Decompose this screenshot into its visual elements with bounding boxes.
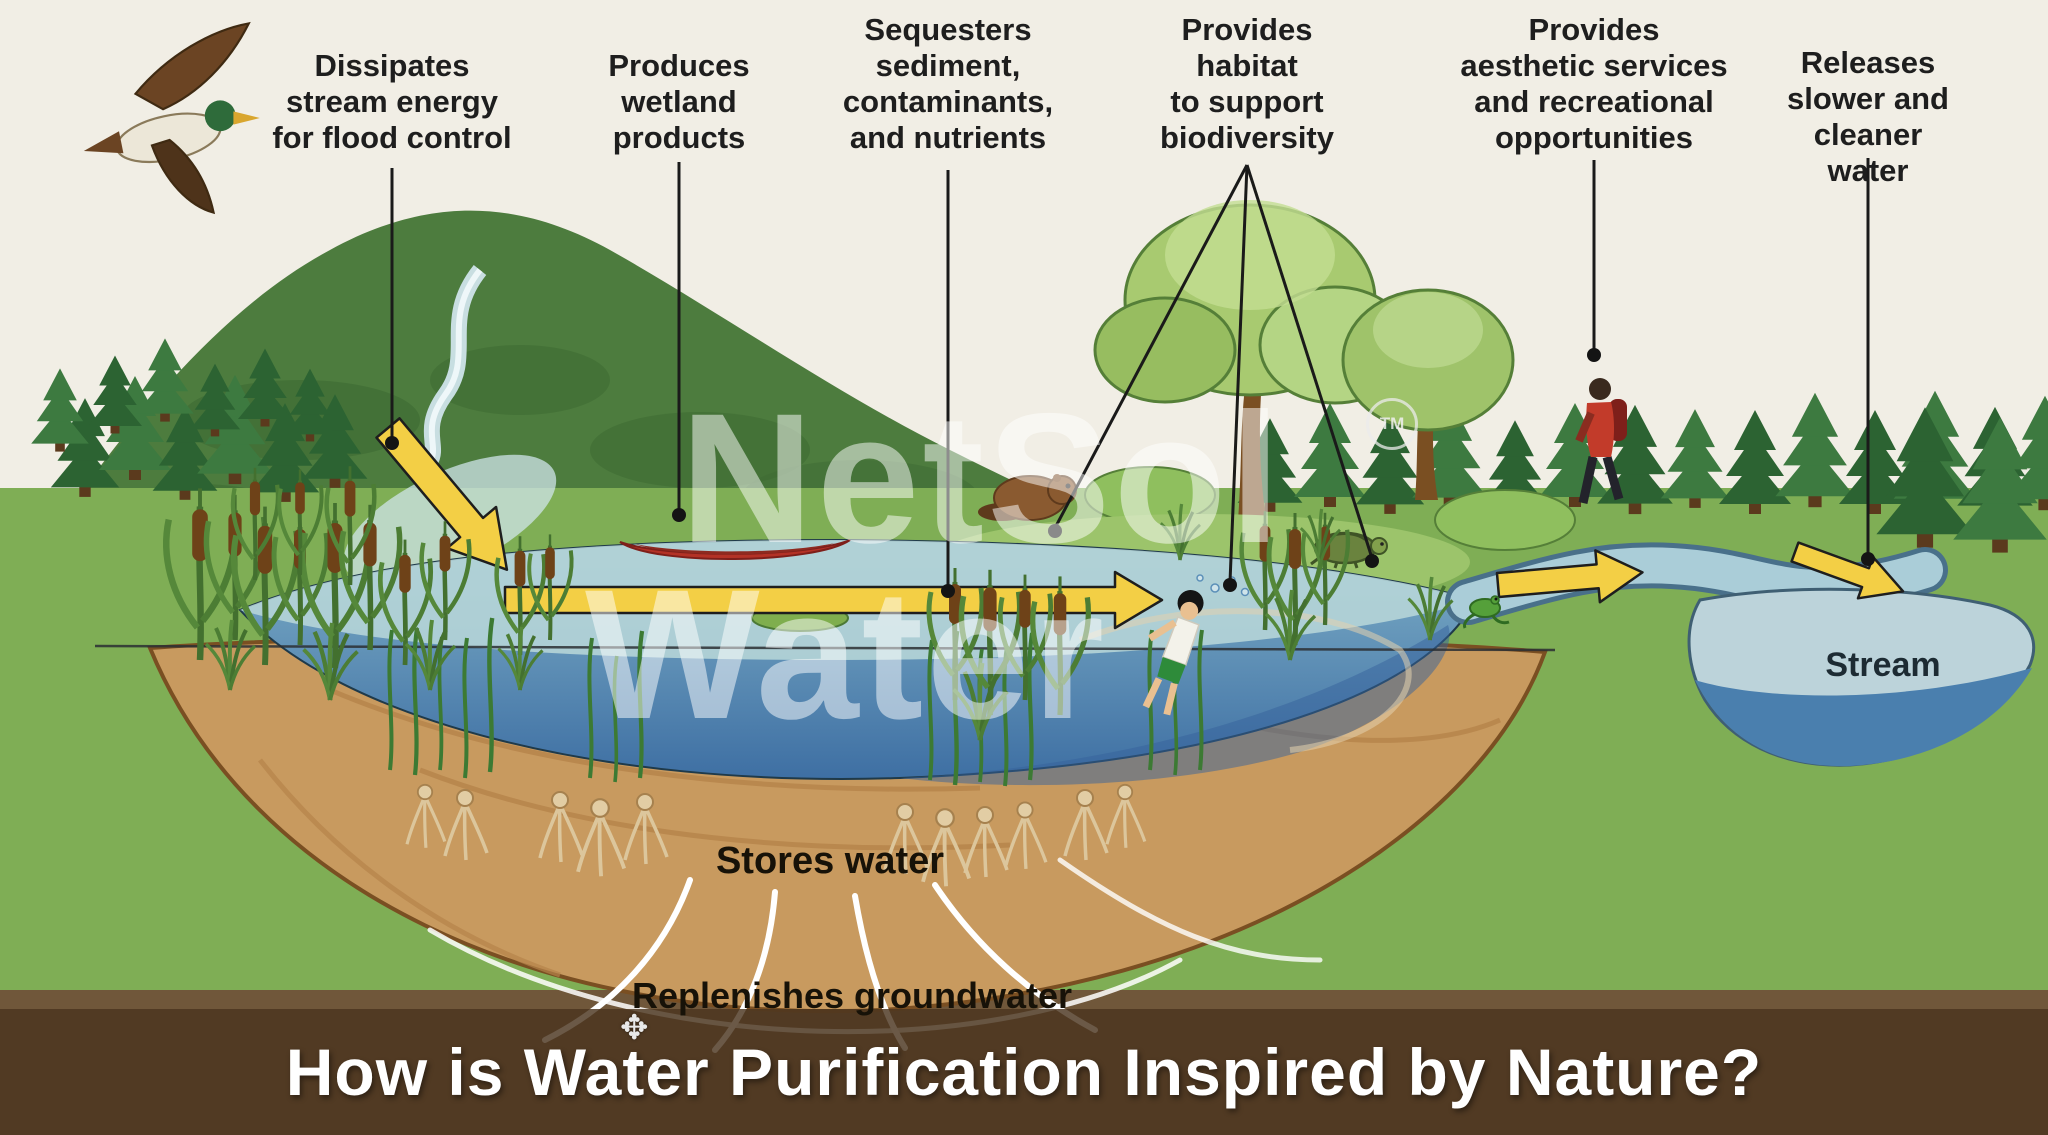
page-title: How is Water Purification Inspired by Na… [285, 1035, 1763, 1109]
duck [83, 21, 260, 215]
canoe [619, 539, 851, 560]
water-swirl [1078, 608, 1412, 753]
flow-arrow-inlet [375, 417, 509, 571]
title-banner: How is Water Purification Inspired by Na… [0, 1009, 2048, 1135]
hiker [1575, 378, 1627, 504]
leader-lines [385, 158, 1875, 598]
beaver [978, 474, 1077, 521]
frog [1463, 595, 1510, 629]
flow-arrow-main [503, 570, 1164, 630]
flow-arrow-outlet [1495, 549, 1644, 604]
swimmer [1142, 590, 1204, 716]
leader-dots [385, 348, 1875, 598]
flow-arrow-stream [1790, 541, 1905, 600]
flow-arrows [375, 417, 1905, 630]
splash [1196, 574, 1250, 597]
